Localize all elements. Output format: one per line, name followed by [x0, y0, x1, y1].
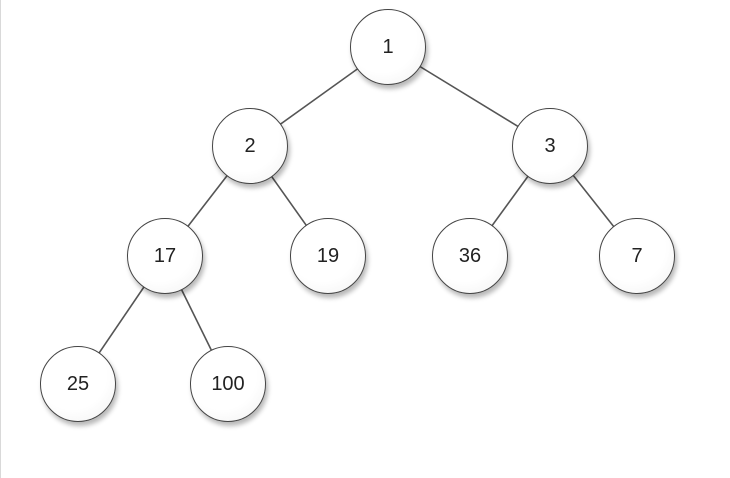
tree-node-1: 1 [350, 9, 426, 85]
tree-node-7: 7 [599, 218, 675, 294]
tree-node-2: 2 [212, 108, 288, 184]
tree-node-25: 25 [40, 346, 116, 422]
tree-node-17: 17 [127, 218, 203, 294]
tree-node-19: 19 [290, 218, 366, 294]
tree-node-3: 3 [512, 108, 588, 184]
tree-node-36: 36 [432, 218, 508, 294]
tree-node-100: 100 [190, 346, 266, 422]
left-border-line [0, 0, 1, 478]
